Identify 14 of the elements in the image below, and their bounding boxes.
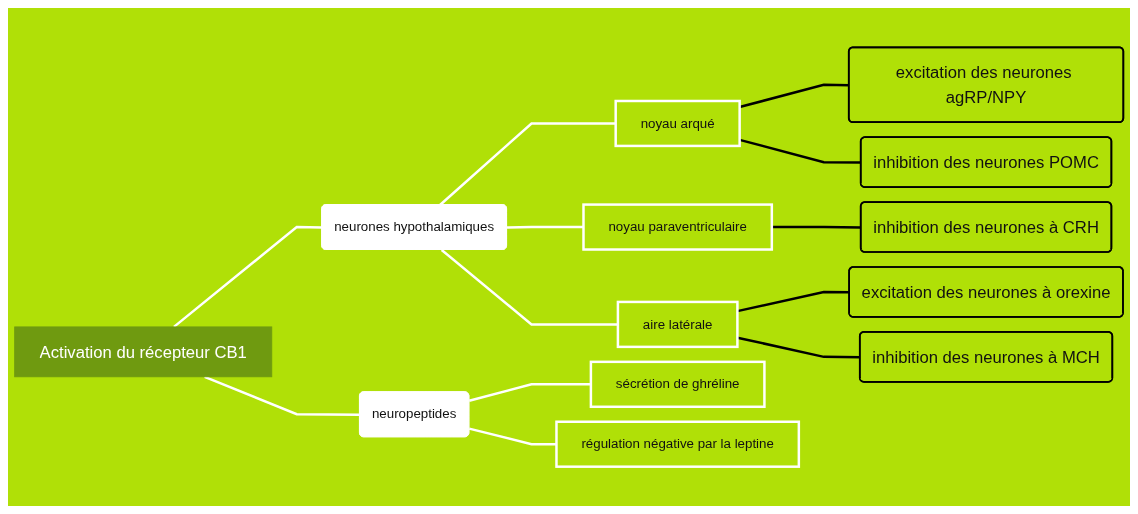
node-box: Activation du récepteur CB1 bbox=[14, 326, 273, 378]
connector bbox=[440, 248, 618, 326]
connector bbox=[204, 375, 360, 416]
connector bbox=[506, 225, 584, 229]
connector bbox=[173, 225, 323, 328]
node-box: noyau paraventriculaire bbox=[582, 203, 774, 251]
node-box: noyau arqué bbox=[614, 99, 741, 148]
connector bbox=[737, 290, 850, 313]
node-box: régulation négative par la leptine bbox=[555, 420, 801, 468]
connector bbox=[439, 122, 616, 206]
node-box: sécrétion de ghréline bbox=[589, 360, 766, 408]
connector bbox=[468, 383, 591, 402]
node-box: aire latérale bbox=[616, 300, 739, 349]
connector bbox=[468, 427, 557, 446]
